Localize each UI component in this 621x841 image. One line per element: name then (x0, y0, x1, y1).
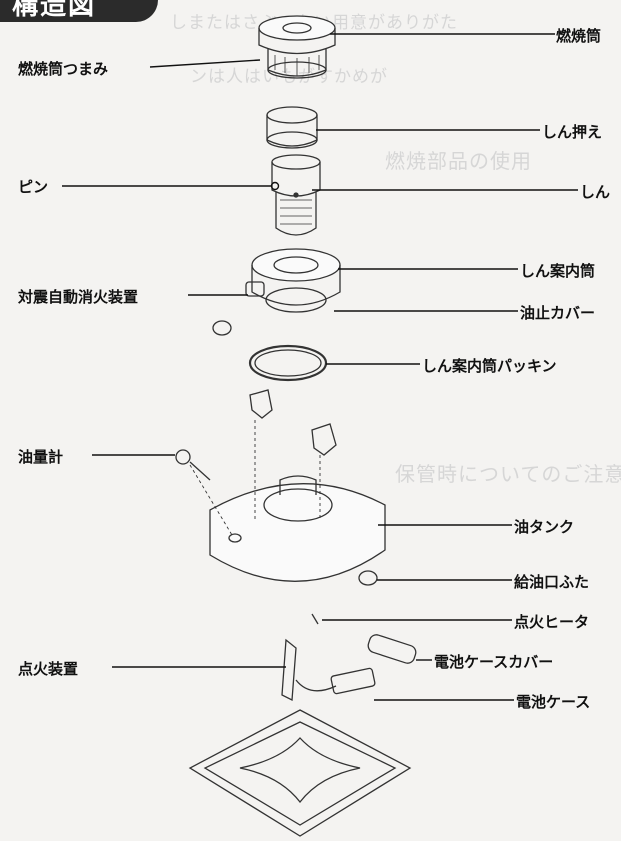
label-seismic-auto-extinguisher: 対震自動消火装置 (18, 288, 139, 306)
label-ignition-heater: 点火ヒータ (514, 613, 590, 631)
base-plate-part (188, 709, 412, 837)
combustion-tube-part (258, 15, 336, 79)
label-oil-gauge: 油量計 (18, 448, 64, 466)
label-ignition-device: 点火装置 (18, 660, 79, 678)
page-title: 構造図 (0, 0, 158, 22)
label-wick-guide-tube: しん案内筒 (520, 262, 596, 280)
label-filler-cap: 給油口ふた (514, 573, 590, 591)
label-battery-case: 電池ケース (516, 693, 591, 711)
label-combustion-tube: 燃焼筒 (556, 27, 602, 45)
label-oil-tank: 油タンク (514, 518, 575, 536)
wick-holder-part (266, 106, 318, 149)
oil-tank-part (209, 475, 386, 582)
label-combustion-tube-knob: 燃焼筒つまみ (18, 60, 109, 78)
wick-guide-tube-part (251, 248, 341, 313)
background-heading: 保管時についてのご注意 (395, 462, 621, 486)
wick-part (271, 154, 321, 236)
label-wick-guide-tube-packing: しん案内筒パッキン (422, 357, 557, 375)
background-text: ンは人はいもがすかめが (190, 67, 388, 87)
label-oil-stop-cover: 油止カバー (520, 304, 596, 322)
label-battery-case-cover: 電池ケースカバー (434, 653, 554, 671)
label-wick-holder: しん押え (542, 123, 603, 141)
label-wick: しん (580, 183, 611, 201)
label-pin: ピン (18, 178, 49, 196)
background-heading: 燃焼部品の使用 (385, 149, 532, 173)
